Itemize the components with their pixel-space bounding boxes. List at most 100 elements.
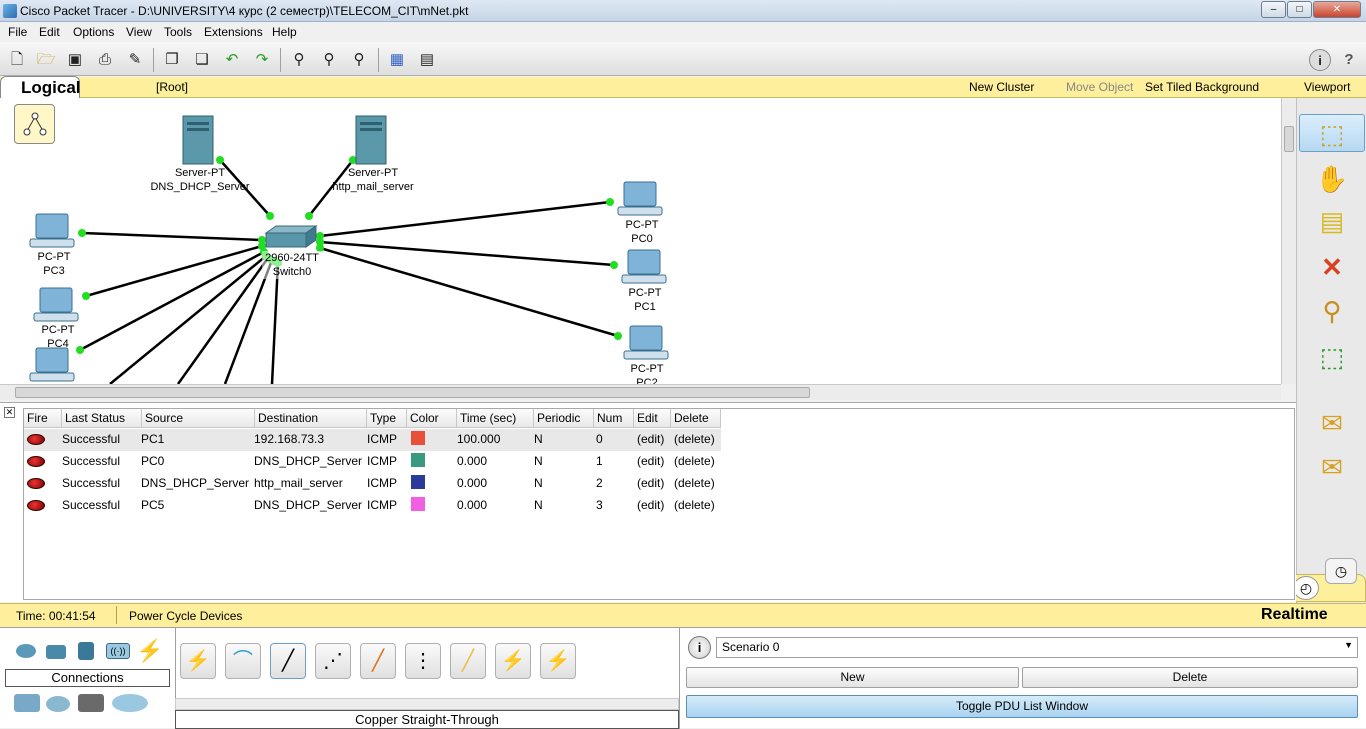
select-tool-icon[interactable]: ⬚ [1299, 114, 1365, 152]
fiber-cable-icon[interactable]: ╱ [360, 643, 396, 679]
palette-icon[interactable]: ▦ [389, 51, 405, 68]
open-folder-icon[interactable]: 🗁 [36, 51, 56, 68]
row-edit-link[interactable]: (edit) [637, 432, 665, 446]
delete-tool-icon[interactable]: ✕ [1321, 252, 1343, 282]
menu-tools[interactable]: Tools [164, 25, 193, 39]
wan-emulation-category-icon[interactable] [46, 696, 70, 712]
maximize-button[interactable]: □ [1287, 1, 1312, 18]
canvas-horizontal-scrollbar[interactable] [0, 384, 1281, 400]
console-cable-icon[interactable]: ⌒ [225, 643, 261, 679]
undo-icon[interactable]: ↶ [225, 51, 239, 68]
help-icon[interactable]: ? [1344, 51, 1354, 68]
tab-logical[interactable]: Logical [0, 76, 81, 100]
scenario-info-icon[interactable]: i [688, 636, 711, 659]
new-scenario-button[interactable]: New [686, 667, 1019, 688]
routers-category-icon[interactable] [16, 644, 36, 658]
save-icon[interactable]: ▣ [67, 51, 83, 68]
automatic-connection-icon[interactable]: ⚡ [180, 643, 216, 679]
new-file-icon[interactable]: 🗋 [10, 51, 24, 68]
row-delete-link[interactable]: (delete) [674, 476, 715, 490]
inspect-tool-icon[interactable]: ⚲ [1322, 296, 1342, 326]
info-icon[interactable]: i [1309, 49, 1331, 71]
copy-icon[interactable]: ❐ [165, 51, 179, 68]
fire-icon[interactable] [27, 500, 45, 511]
row-source: PC1 [141, 432, 165, 446]
menu-options[interactable]: Options [73, 25, 115, 39]
end-devices-category-icon[interactable] [14, 694, 40, 712]
breadcrumb-root[interactable]: [Root] [156, 80, 189, 94]
row-delete-link[interactable]: (delete) [674, 498, 715, 512]
close-button[interactable]: ✕ [1313, 1, 1361, 18]
row-num: 2 [596, 476, 603, 490]
realtime-label: Realtime [1261, 606, 1328, 623]
hubs-category-icon[interactable] [78, 642, 94, 660]
add-simple-pdu-icon[interactable]: ✉ [1321, 408, 1343, 438]
serial-dce-icon[interactable]: ⚡ [495, 643, 531, 679]
menu-file[interactable]: File [8, 25, 28, 39]
col-delete[interactable]: Delete [671, 409, 721, 428]
col-edit[interactable]: Edit [634, 409, 671, 428]
connections-category-icon[interactable]: ⚡ [136, 638, 164, 663]
col-periodic[interactable]: Periodic [534, 409, 594, 428]
power-cycle-devices-button[interactable]: Power Cycle Devices [129, 609, 243, 623]
fire-icon[interactable] [27, 434, 45, 445]
simulation-mode-icon[interactable]: ◷ [1325, 558, 1357, 584]
viewport-button[interactable]: Viewport [1304, 80, 1351, 94]
col-last-status[interactable]: Last Status [62, 409, 142, 428]
logical-view-icon[interactable] [14, 104, 55, 144]
new-cluster-button[interactable]: New Cluster [969, 80, 1035, 94]
phone-cable-icon[interactable]: ⋮ [405, 643, 441, 679]
add-complex-pdu-icon[interactable]: ✉ [1321, 452, 1343, 482]
coaxial-cable-icon[interactable]: ╱ [450, 643, 486, 679]
switches-category-icon[interactable] [46, 645, 66, 659]
scenario-select[interactable]: Scenario 0 ▼ [716, 637, 1358, 658]
menu-help[interactable]: Help [272, 25, 297, 39]
fire-icon[interactable] [27, 478, 45, 489]
col-color[interactable]: Color [407, 409, 457, 428]
minimize-button[interactable]: – [1261, 1, 1286, 18]
resize-tool-icon[interactable]: ⬚ [1319, 342, 1345, 372]
col-num[interactable]: Num [594, 409, 634, 428]
redo-icon[interactable]: ↷ [255, 51, 269, 68]
delete-scenario-button[interactable]: Delete [1022, 667, 1358, 688]
canvas-vertical-scrollbar[interactable] [1281, 98, 1296, 384]
menu-edit[interactable]: Edit [39, 25, 60, 39]
row-edit-link[interactable]: (edit) [637, 454, 665, 468]
print-icon[interactable]: ⎙ [98, 51, 111, 68]
copper-straight-through-icon[interactable]: ╱ [270, 643, 306, 679]
set-tiled-background-button[interactable]: Set Tiled Background [1145, 80, 1260, 94]
connections-scrollbar[interactable] [175, 698, 679, 710]
col-time[interactable]: Time (sec) [457, 409, 534, 428]
col-destination[interactable]: Destination [255, 409, 367, 428]
switch-icon [264, 225, 318, 248]
paste-icon[interactable]: ❏ [195, 51, 209, 68]
hand-tool-icon[interactable]: ✋ [1315, 164, 1349, 194]
row-edit-link[interactable]: (edit) [637, 498, 665, 512]
row-time: 0.000 [457, 476, 488, 490]
zoom-in-icon[interactable]: ⚲ [293, 51, 305, 68]
row-edit-link[interactable]: (edit) [637, 476, 665, 490]
fire-icon[interactable] [27, 456, 45, 467]
multiuser-category-icon[interactable] [112, 694, 148, 712]
menu-view[interactable]: View [126, 25, 152, 39]
menu-extensions[interactable]: Extensions [204, 25, 263, 39]
wireless-category-icon[interactable]: ((·)) [106, 643, 130, 659]
move-object-button[interactable]: Move Object [1066, 80, 1134, 94]
copper-cross-over-icon[interactable]: ⋰ [315, 643, 351, 679]
activity-wizard-icon[interactable]: ✎ [128, 51, 142, 68]
custom-device-icon[interactable]: ▤ [419, 51, 435, 68]
zoom-out-icon[interactable]: ⚲ [353, 51, 365, 68]
toggle-pdu-list-button[interactable]: Toggle PDU List Window [686, 695, 1358, 718]
row-delete-link[interactable]: (delete) [674, 454, 715, 468]
note-tool-icon[interactable]: ▤ [1319, 206, 1345, 236]
serial-dte-icon[interactable]: ⚡ [540, 643, 576, 679]
zoom-reset-icon[interactable]: ⚲ [323, 51, 335, 68]
custom-devices-category-icon[interactable] [78, 694, 104, 712]
row-delete-link[interactable]: (delete) [674, 432, 715, 446]
col-type[interactable]: Type [367, 409, 407, 428]
col-fire[interactable]: Fire [24, 409, 62, 428]
close-pdu-panel-icon[interactable]: ✕ [4, 407, 15, 418]
col-source[interactable]: Source [142, 409, 255, 428]
row-color-swatch [411, 431, 425, 445]
